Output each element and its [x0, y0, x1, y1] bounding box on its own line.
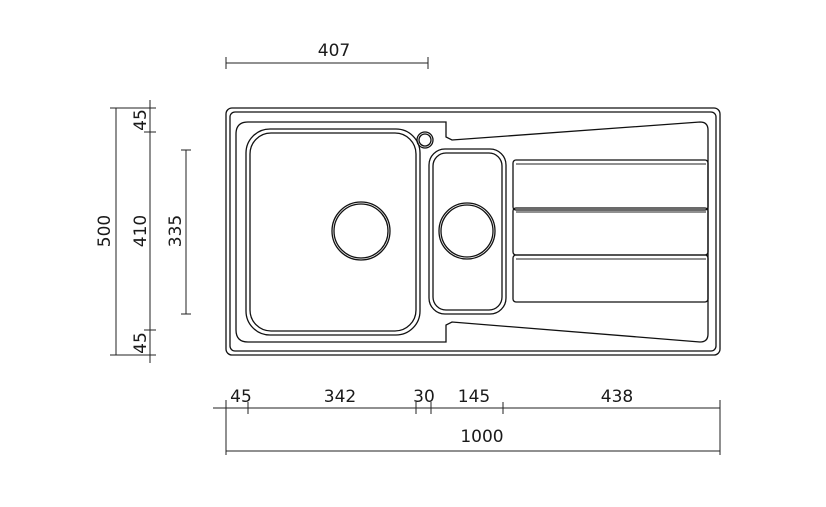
tap-hole: [416, 131, 434, 149]
sink-outer-edge: [225, 107, 721, 356]
main-bowl-drain-icon: [331, 201, 391, 261]
dim-segments: 45 342 30 145 438: [213, 387, 721, 455]
dim-label-inner-height: 410: [131, 215, 151, 247]
dim-label-seg-small-bowl: 145: [458, 387, 490, 407]
dim-label-seg-divider: 30: [413, 387, 435, 407]
drainer-rib: [512, 207, 709, 256]
dim-bowl-height: 335: [166, 149, 191, 315]
small-bowl-drain-icon: [438, 202, 496, 260]
main-bowl: [245, 128, 421, 336]
dim-label-seg-main-bowl: 342: [324, 387, 356, 407]
dim-top-width: 407: [225, 41, 429, 69]
dim-overall-height: 500: [95, 107, 156, 356]
dim-label-bottom-margin: 45: [131, 332, 151, 354]
small-bowl-outer: [428, 148, 507, 315]
dim-label-top-margin: 45: [131, 109, 151, 131]
dim-overall-width: 1000: [226, 427, 720, 452]
tap-hole-inner-icon: [418, 133, 432, 147]
tap-hole-outer-icon: [416, 131, 434, 149]
dim-label-seg-left-margin: 45: [230, 387, 252, 407]
drainer-rib: [512, 254, 709, 303]
dim-inner-height: 410 45 45: [131, 100, 156, 363]
main-bowl-inner: [249, 132, 417, 332]
main-bowl-outer: [245, 128, 421, 336]
dim-label-top-width: 407: [318, 41, 350, 61]
small-bowl: [428, 148, 507, 315]
sink-rim: [229, 111, 717, 352]
dim-label-bowl-height: 335: [166, 215, 186, 247]
drainer-board: [512, 159, 709, 303]
dim-label-seg-drainer: 438: [601, 387, 633, 407]
dim-label-overall-height: 500: [95, 215, 115, 247]
main-bowl-drain-inner-icon: [333, 203, 389, 259]
dim-label-overall-width: 1000: [460, 427, 503, 447]
small-bowl-inner: [432, 152, 503, 311]
sink-inner-contour: [235, 121, 709, 343]
sink-outline: [225, 107, 721, 356]
small-bowl-drain-inner-icon: [440, 204, 494, 258]
drainer-rib: [512, 159, 709, 211]
